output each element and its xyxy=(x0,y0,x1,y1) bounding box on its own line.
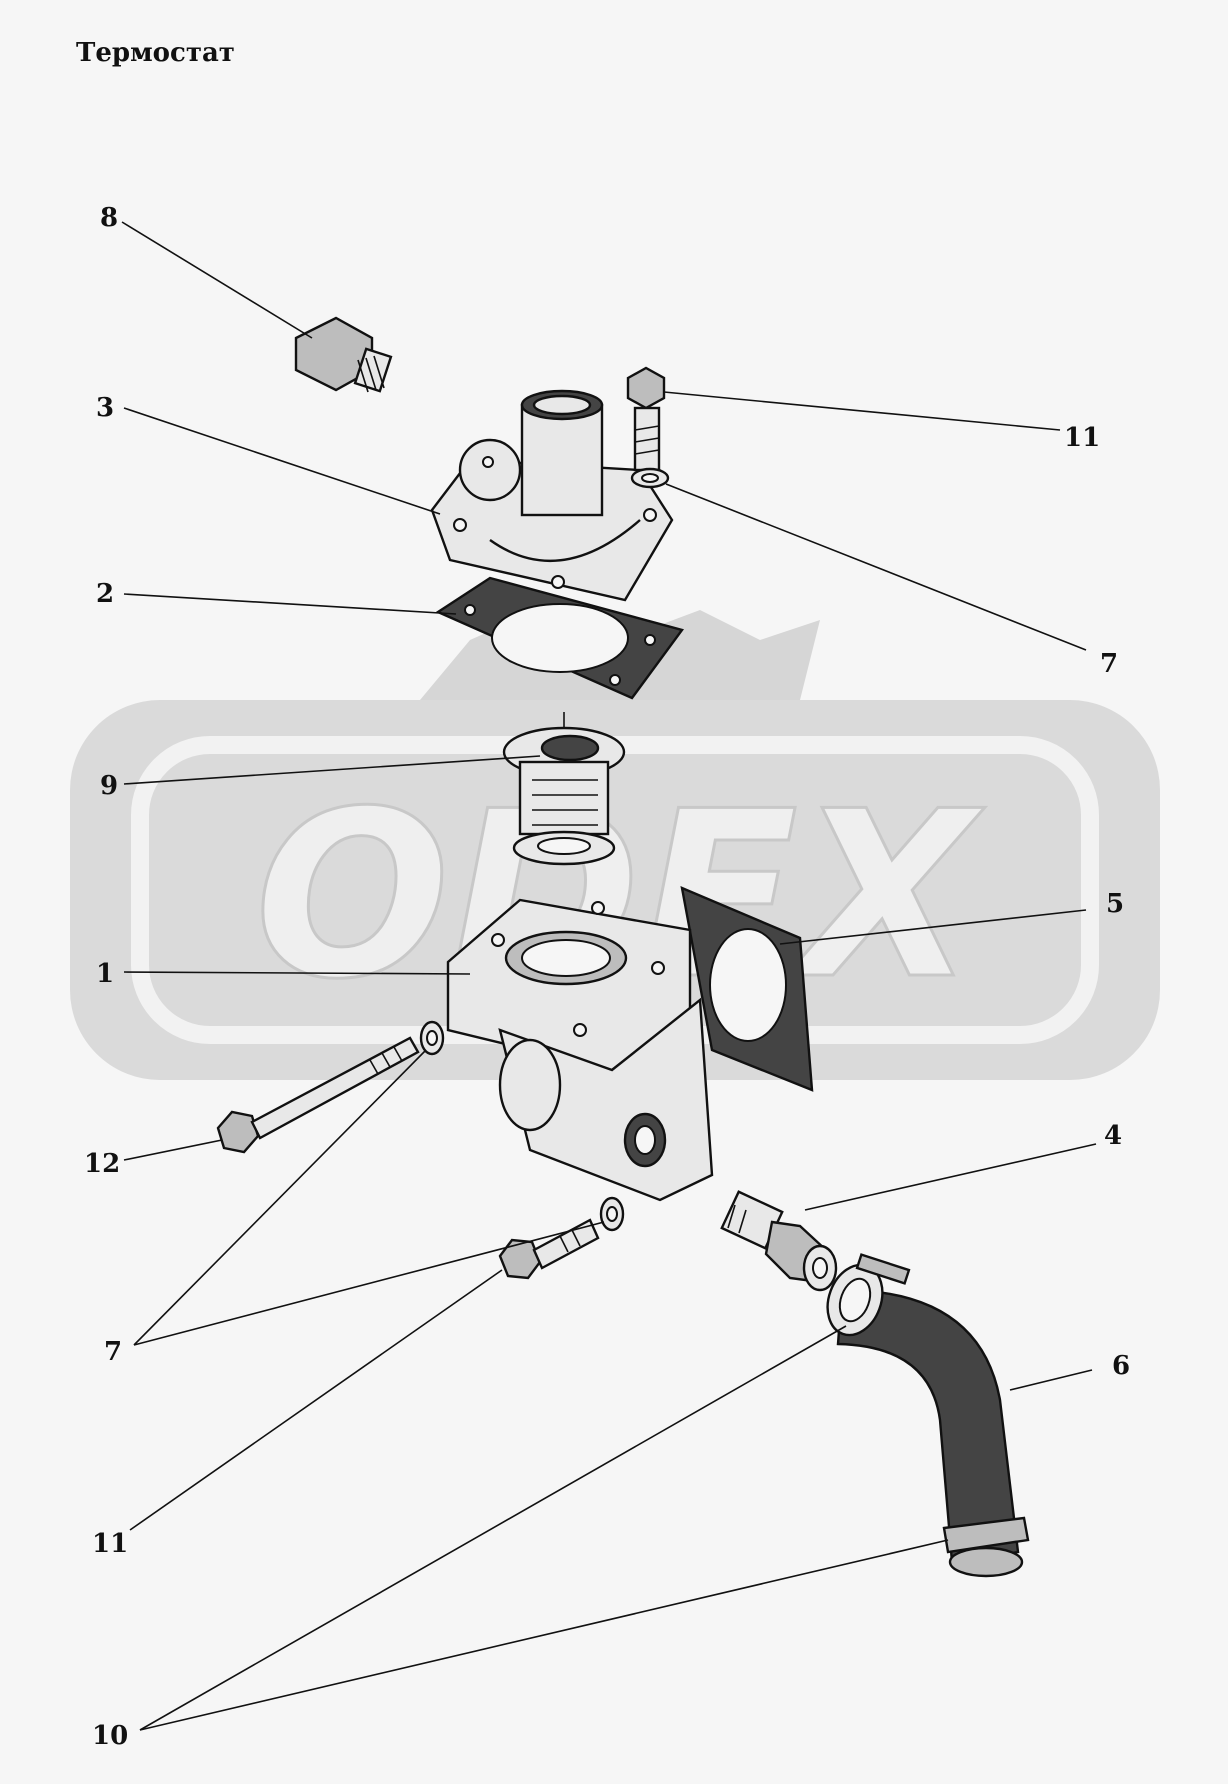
callout-4: 4 xyxy=(1104,1121,1122,1151)
callout-7-upper: 7 xyxy=(1100,649,1118,679)
long-bolt-part xyxy=(216,1036,420,1154)
callout-12: 12 xyxy=(84,1149,120,1179)
callout-5: 5 xyxy=(1106,889,1124,919)
middle-washer-part xyxy=(419,1020,445,1056)
plug-part xyxy=(294,316,393,393)
thermostat-housing-part xyxy=(446,898,714,1202)
callout-1: 1 xyxy=(96,959,114,989)
union-fitting-part xyxy=(720,1190,838,1292)
callout-7-lower: 7 xyxy=(104,1337,122,1367)
diagram-title: Термостат xyxy=(76,38,235,68)
callout-8: 8 xyxy=(100,203,118,233)
callout-labels: 8 3 11 7 2 9 5 1 4 12 6 7 11 10 xyxy=(84,203,1130,1751)
callout-11-upper: 11 xyxy=(1064,423,1100,453)
hose-part xyxy=(826,1253,1030,1578)
upper-washer-part xyxy=(630,467,670,489)
thermostat-element-part xyxy=(502,712,626,866)
upper-bolt-part xyxy=(626,366,666,472)
leader-lines xyxy=(121,221,1097,1731)
lower-washer-part xyxy=(599,1196,625,1232)
thermostat-cover-part xyxy=(430,389,674,602)
cover-gasket-part xyxy=(435,576,685,700)
callout-10: 10 xyxy=(92,1721,128,1751)
callout-11-lower: 11 xyxy=(92,1529,128,1559)
callout-6: 6 xyxy=(1112,1351,1130,1381)
callout-2: 2 xyxy=(96,579,114,609)
lower-bolt-part xyxy=(498,1218,600,1280)
callout-9: 9 xyxy=(100,771,118,801)
callout-3: 3 xyxy=(96,393,114,423)
flange-gasket-part xyxy=(680,886,814,1092)
